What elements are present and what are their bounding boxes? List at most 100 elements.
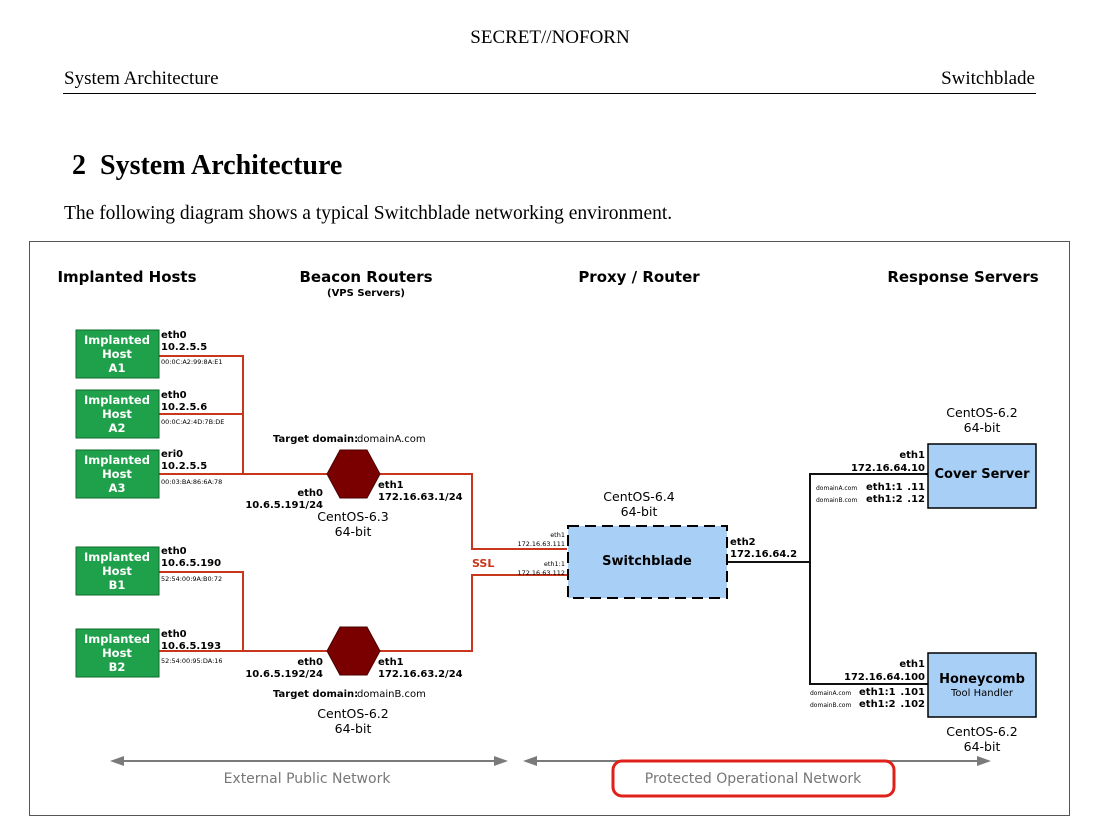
honeycomb-sublabel: Tool Handler (950, 688, 1014, 699)
section-heading: 2 System Architecture (72, 150, 342, 182)
col-beacon-routers: Beacon Routers (299, 268, 432, 286)
honeycomb-host-b: .102 (900, 699, 925, 710)
switchblade-arch: 64-bit (621, 504, 658, 519)
section-title: System Architecture (100, 150, 343, 181)
host-label-line1: Implanted (84, 632, 150, 646)
router-b-target-value: domainB.com (357, 689, 426, 700)
cover-server-iface: eth1 (899, 450, 925, 461)
header-rule (63, 93, 1036, 94)
honeycomb-os: CentOS-6.2 (946, 724, 1017, 739)
cover-server: CentOS-6.2 64-bit Cover Server eth1 172.… (816, 405, 1037, 509)
host-mac: 00:03:BA:86:6A:78 (161, 478, 222, 486)
router-a-eth0-ip: 10.6.5.191/24 (245, 500, 323, 511)
server-links (727, 473, 928, 685)
router-a-arch: 64-bit (335, 524, 372, 539)
running-header-left: System Architecture (64, 68, 219, 89)
host-label-line1: Implanted (84, 393, 150, 407)
cover-server-label: Cover Server (935, 467, 1031, 482)
router-b-arch: 64-bit (335, 721, 372, 736)
host-label-line3: A2 (109, 421, 126, 435)
host-label-line2: Host (102, 407, 132, 421)
honeycomb-host-a: .101 (900, 687, 925, 698)
honeycomb-alias-b: eth1:2 (859, 699, 896, 710)
cover-server-alias-a: eth1:1 (866, 482, 903, 493)
switchblade-out: eth2 (730, 537, 756, 548)
router-a-eth1-ip: 172.16.63.1/24 (378, 492, 463, 503)
classification-marking: SECRET//NOFORN (470, 27, 630, 48)
cover-server-arch: 64-bit (964, 420, 1001, 435)
honeycomb-label: Honeycomb (939, 672, 1025, 687)
host-label-line2: Host (102, 467, 132, 481)
cover-server-host-b: .12 (907, 494, 925, 505)
cover-server-host-a: .11 (907, 482, 925, 493)
cover-server-domain-b: domainB.com (816, 497, 857, 504)
host-mac: 00:0C:A2:99:8A:E1 (161, 358, 222, 366)
host-label-line1: Implanted (84, 550, 150, 564)
router-b-eth1: eth1 (378, 657, 404, 668)
implanted-host-a3: Implanted Host A3 eri0 10.2.5.5 00:03:BA… (75, 449, 222, 499)
host-ip: 10.2.5.5 (161, 342, 207, 353)
router-a-eth1: eth1 (378, 480, 404, 491)
external-network-arrow (110, 756, 508, 766)
section-number: 2 (72, 150, 86, 181)
host-label-line3: B1 (109, 578, 126, 592)
col-response-servers: Response Servers (887, 268, 1038, 286)
ssl-label: SSL (472, 557, 494, 570)
host-ip: 10.2.5.6 (161, 402, 207, 413)
honeycomb-domain-a: domainA.com (810, 690, 851, 697)
router-b-os: CentOS-6.2 (317, 706, 388, 721)
router-b-target-label: Target domain: (273, 689, 358, 700)
network-diagram: Implanted Hosts Beacon Routers (VPS Serv… (29, 241, 1070, 816)
host-label-line3: A1 (109, 361, 126, 375)
switchblade-os: CentOS-6.4 (603, 489, 674, 504)
beacon-router-a: Target domain: domainA.com eth0 10.6.5.1… (245, 434, 462, 539)
host-mac: 52:54:00:95:DA:16 (161, 657, 223, 665)
router-b-eth0: eth0 (297, 657, 323, 668)
host-label-line2: Host (102, 646, 132, 660)
router-links (376, 473, 567, 652)
router-a-eth0: eth0 (297, 488, 323, 499)
host-iface: eth0 (161, 330, 187, 341)
host-label-line3: B2 (109, 660, 126, 674)
cover-server-os: CentOS-6.2 (946, 405, 1017, 420)
implanted-host-a2: Implanted Host A2 eth0 10.2.5.6 00:0C:A2… (75, 389, 224, 439)
switchblade-label: Switchblade (602, 554, 692, 569)
cover-server-alias-b: eth1:2 (866, 494, 903, 505)
host-links-b (159, 571, 333, 652)
host-mac: 52:54:00:9A:B0:72 (161, 575, 222, 583)
router-a-target-value: domainA.com (357, 434, 426, 445)
host-iface: eri0 (161, 449, 183, 460)
switchblade-out-ip: 172.16.64.2 (730, 549, 797, 560)
host-label-line2: Host (102, 564, 132, 578)
honeycomb-alias-a: eth1:1 (859, 687, 896, 698)
host-iface: eth0 (161, 629, 187, 640)
router-a-target-label: Target domain: (273, 434, 358, 445)
host-links-a (159, 355, 333, 475)
implanted-host-b2: Implanted Host B2 eth0 10.6.5.193 52:54:… (75, 628, 223, 678)
col-implanted-hosts: Implanted Hosts (57, 268, 196, 286)
running-header-right: Switchblade (941, 68, 1035, 89)
host-mac: 00:0C:A2:4D:7B:DE (161, 418, 224, 426)
router-a-os: CentOS-6.3 (317, 509, 388, 524)
switchblade-in1: eth1 (550, 531, 565, 539)
col-beacon-routers-sub: (VPS Servers) (327, 288, 405, 299)
host-ip: 10.6.5.190 (161, 558, 221, 569)
router-b-hexagon-icon (326, 626, 381, 676)
switchblade-in2-ip: 172.16.63.112 (517, 569, 565, 577)
router-b-eth1-ip: 172.16.63.2/24 (378, 669, 463, 680)
cover-server-ip: 172.16.64.10 (851, 463, 925, 474)
honeycomb-ip: 172.16.64.100 (844, 672, 925, 683)
intro-paragraph: The following diagram shows a typical Sw… (64, 203, 673, 224)
honeycomb-iface: eth1 (899, 659, 925, 670)
cover-server-domain-a: domainA.com (816, 485, 857, 492)
switchblade-in2: eth1:1 (544, 560, 565, 568)
host-iface: eth0 (161, 546, 187, 557)
host-ip: 10.2.5.5 (161, 461, 207, 472)
col-proxy-router: Proxy / Router (578, 268, 700, 286)
switchblade-node: CentOS-6.4 64-bit Switchblade eth1 172.1… (517, 489, 797, 599)
protected-network-highlight (611, 759, 896, 798)
beacon-router-b: eth0 10.6.5.192/24 eth1 172.16.63.2/24 T… (245, 626, 463, 736)
protected-network-label: Protected Operational Network (645, 771, 862, 787)
host-label-line2: Host (102, 347, 132, 361)
host-iface: eth0 (161, 390, 187, 401)
